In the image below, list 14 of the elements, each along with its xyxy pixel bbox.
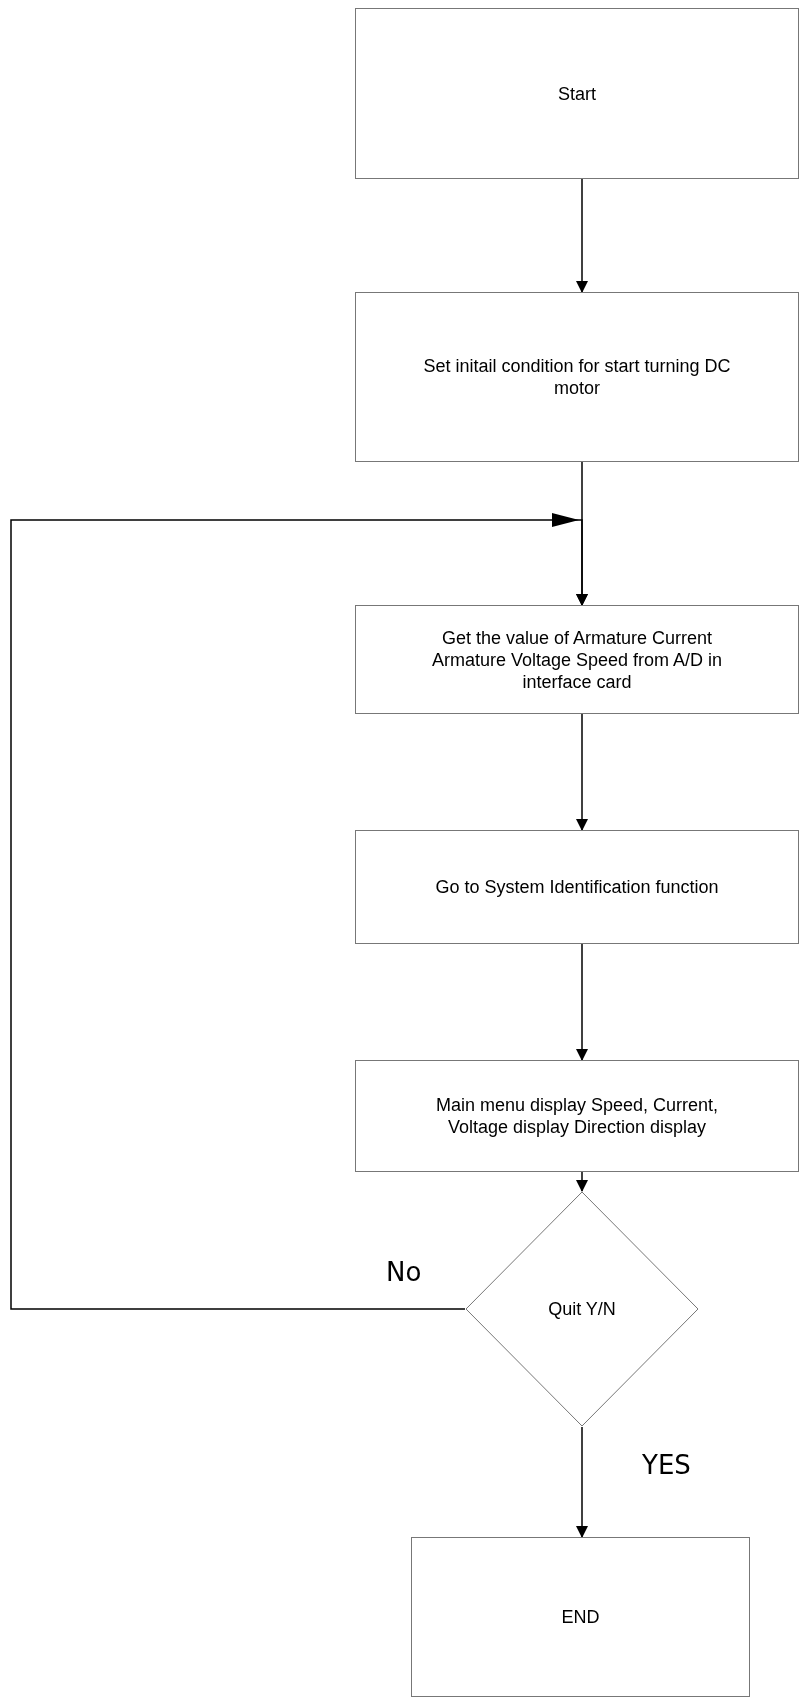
node-text: Go to System Identification function	[435, 876, 719, 898]
process-box	[355, 8, 799, 179]
process-box	[355, 292, 799, 462]
node-text: Start	[558, 82, 596, 105]
decision-diamond	[465, 1191, 699, 1427]
node-text: Main menu display Speed, Current, Voltage display Direction display	[434, 1094, 720, 1138]
process-box	[411, 1537, 750, 1697]
node-text: END	[561, 1606, 600, 1628]
process-box	[355, 1060, 799, 1172]
node-text: Get the value of Armature Current Armature Voltage Speed from A/D in interface card	[430, 626, 724, 693]
node-text: Set initail condition for start turning DC motor	[422, 355, 732, 399]
process-box	[355, 830, 799, 944]
process-box	[355, 605, 799, 714]
node-text: Quit Y/N	[548, 1298, 616, 1320]
